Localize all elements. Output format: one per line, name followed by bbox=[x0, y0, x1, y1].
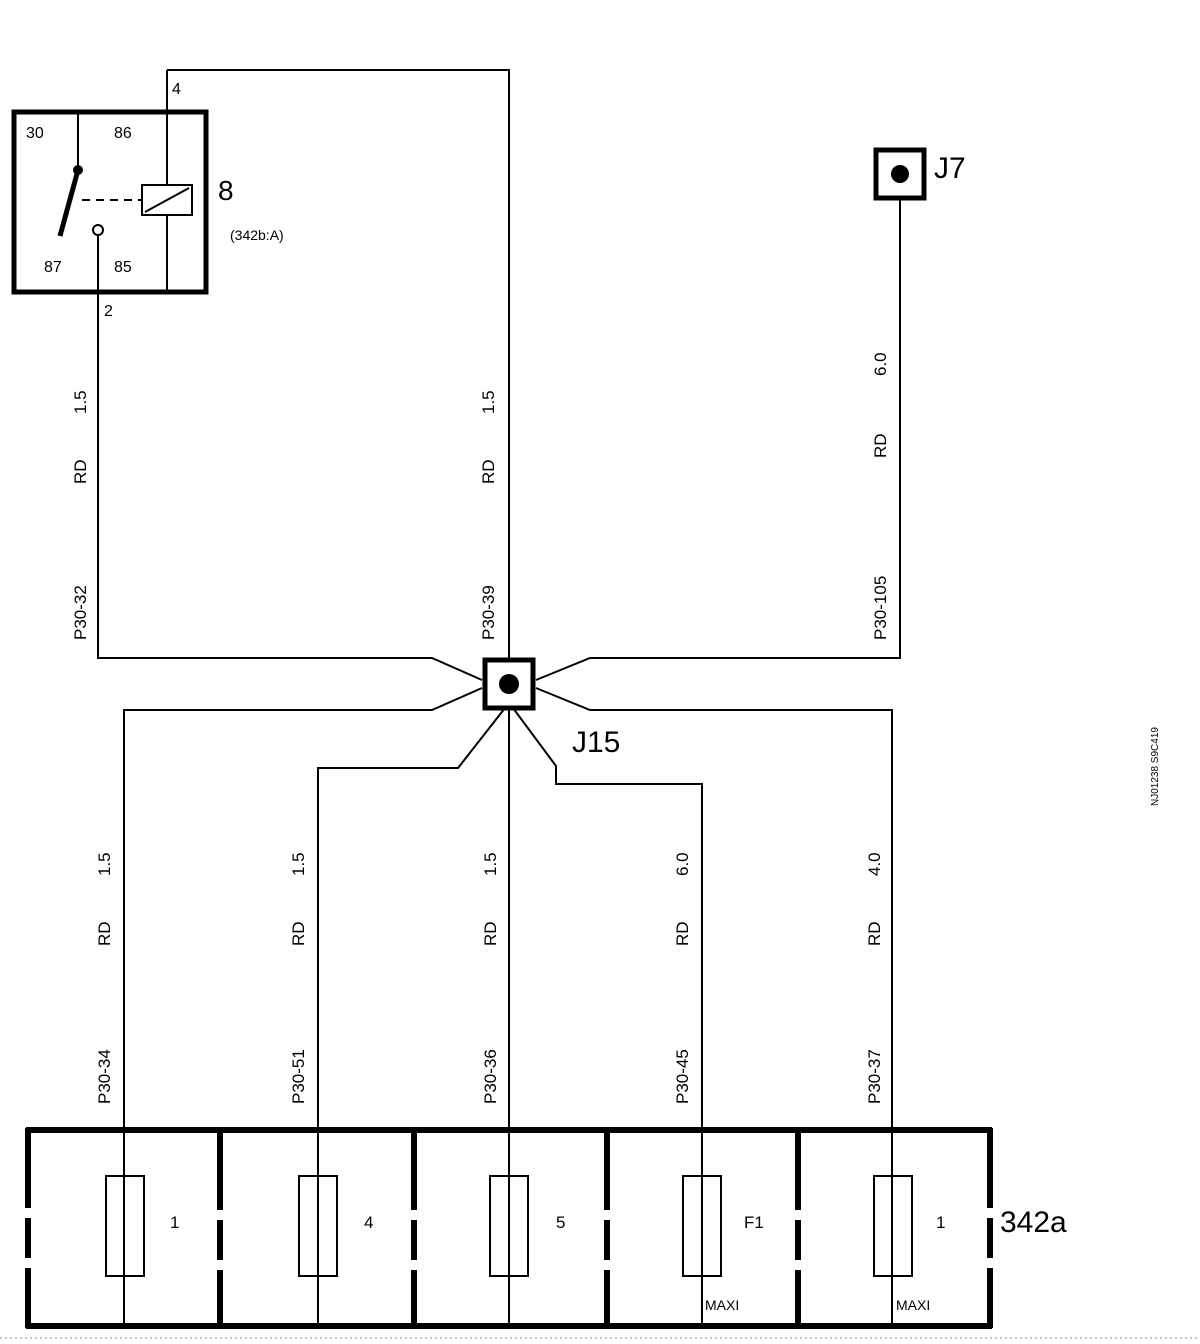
j7-node bbox=[891, 165, 909, 183]
relay-id: 8 bbox=[218, 175, 234, 206]
wire-circuit-label: P30-36 bbox=[481, 1049, 500, 1104]
wire-p30-34 bbox=[123, 687, 483, 1326]
wire-gauge-label: 6.0 bbox=[871, 352, 890, 376]
wire-color-label: RD bbox=[481, 921, 500, 946]
wire-color-label: RD bbox=[865, 921, 884, 946]
splice-j7: J7 bbox=[873, 147, 966, 201]
wire-color-label: RD bbox=[673, 921, 692, 946]
wire-color-label: RD bbox=[95, 921, 114, 946]
wire-circuit-label: P30-32 bbox=[71, 585, 90, 640]
wire-gauge-label: 4.0 bbox=[865, 852, 884, 876]
wire-color-label: RD bbox=[289, 921, 308, 946]
wire-gauge-label: 1.5 bbox=[481, 852, 500, 876]
wire-gauge-label: 1.5 bbox=[289, 852, 308, 876]
j15-node bbox=[499, 674, 519, 694]
pin-label-87: 87 bbox=[44, 259, 62, 276]
wire-circuit-label: P30-45 bbox=[673, 1049, 692, 1104]
relay-housing bbox=[11, 109, 209, 295]
relay-contact-87 bbox=[92, 224, 104, 236]
pin-label-86: 86 bbox=[114, 125, 132, 142]
wire-labels: P30-32 RD 1.5 P30-39 RD 1.5 P30-105 RD 6… bbox=[71, 352, 890, 1104]
j7-label: J7 bbox=[934, 152, 966, 185]
fuse-label: 4 bbox=[364, 1213, 373, 1232]
wire-circuit-label: P30-37 bbox=[865, 1049, 884, 1104]
figure-code: NJ01238 S9C419 bbox=[1150, 727, 1161, 806]
terminal-label-2: 2 bbox=[104, 303, 113, 320]
fuse-box-342a: 1 4 5 F1 1 MAXI MAXI 342a bbox=[25, 1127, 1067, 1329]
fuse-label: 1 bbox=[936, 1213, 945, 1232]
wire-p30-39 bbox=[167, 69, 510, 660]
fuse-box-id: 342a bbox=[1000, 1206, 1067, 1239]
fuse-type-label: MAXI bbox=[705, 1297, 739, 1313]
wire-p30-105 bbox=[535, 198, 901, 681]
relay-ref: (342b:A) bbox=[230, 227, 284, 243]
fuse-label: 1 bbox=[170, 1213, 179, 1232]
wire-gauge-label: 6.0 bbox=[673, 852, 692, 876]
wire-color-label: RD bbox=[479, 459, 498, 484]
pin-label-85: 85 bbox=[114, 259, 132, 276]
fuse-type-label: MAXI bbox=[896, 1297, 930, 1313]
wire-p30-51 bbox=[317, 707, 506, 1326]
relay-8: 30 86 87 85 4 2 8 (342b:A) bbox=[11, 70, 284, 320]
j15-label: J15 bbox=[572, 726, 620, 759]
wire-circuit-label: P30-105 bbox=[871, 576, 890, 640]
wire-circuit-label: P30-34 bbox=[95, 1049, 114, 1104]
wire-p30-37 bbox=[535, 687, 893, 1326]
fuse-label: F1 bbox=[744, 1213, 764, 1232]
pin-label-30: 30 bbox=[26, 125, 44, 142]
fuse-label: 5 bbox=[556, 1213, 565, 1232]
wire-circuit-label: P30-51 bbox=[289, 1049, 308, 1104]
wire-p30-45 bbox=[512, 707, 703, 1326]
wire-p30-32 bbox=[97, 292, 483, 681]
wire-circuit-label: P30-39 bbox=[479, 585, 498, 640]
wire-gauge-label: 1.5 bbox=[95, 852, 114, 876]
wire-gauge-label: 1.5 bbox=[71, 390, 90, 414]
wire-color-label: RD bbox=[71, 459, 90, 484]
wire-gauge-label: 1.5 bbox=[479, 390, 498, 414]
wire-color-label: RD bbox=[871, 433, 890, 458]
terminal-label-4: 4 bbox=[172, 81, 181, 98]
